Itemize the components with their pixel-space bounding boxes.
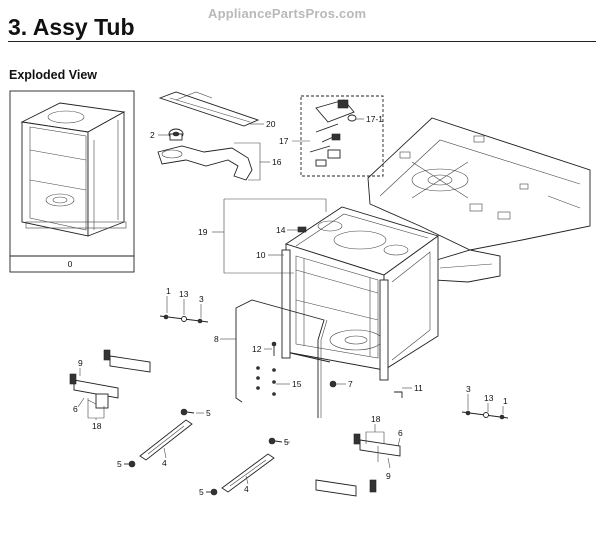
part-17-group-drawing [300,95,384,177]
callout-16: 16 [272,157,282,167]
callout-18-left: 18 [92,421,102,431]
callout-2: 2 [150,130,155,140]
rail-screws-drawing [124,460,218,496]
leader-lines [77,118,504,485]
part-8-gasket-drawing [235,299,328,418]
callout-1-right: 1 [503,396,508,406]
callout-6-right: 6 [398,428,403,438]
callout-18-right: 18 [371,414,381,424]
callout-5-right-upper: 5 [284,437,289,447]
rail-right-drawing [221,437,283,493]
inset-assembly-0: 0 [9,90,135,273]
callout-8: 8 [214,334,219,344]
callout-15: 15 [292,379,302,389]
callout-5-right-lower: 5 [199,487,204,497]
view-title: Exploded View [9,68,97,82]
rail-left-drawing [139,408,195,461]
callout-20: 20 [266,119,276,129]
hinge-bracket-left-drawing [69,349,151,409]
callout-17-1: 17-1 [366,114,383,124]
callout-4-right: 4 [244,484,249,494]
base-plate-drawing [367,117,591,283]
callout-12: 12 [252,344,262,354]
callout-7: 7 [348,379,353,389]
callout-10: 10 [256,250,266,260]
callout-5-left-lower: 5 [117,459,122,469]
hinge-screws-left-drawing [159,314,209,324]
title-divider [8,41,596,42]
callout-labels: 20 2 16 17 17-1 19 14 10 1 13 3 8 12 15 … [73,114,508,497]
callout-5-left-upper: 5 [206,408,211,418]
part-16-drawing [157,145,253,181]
part-2-drawing [168,128,184,141]
hinge-screws-right-drawing [461,410,509,420]
part-14-drawing [297,226,307,233]
callout-3-left: 3 [199,294,204,304]
callout-11: 11 [414,383,423,393]
callout-14: 14 [276,225,286,235]
section-title: 3. Assy Tub [8,14,135,40]
callout-19: 19 [198,227,208,237]
inset-callout-0: 0 [68,259,73,269]
callout-3-right: 3 [466,384,471,394]
parts-7-11-drawing [329,380,403,398]
callout-6-left: 6 [73,404,78,414]
callout-9-right: 9 [386,471,391,481]
callout-1-left: 1 [166,286,171,296]
watermark-text: AppliancePartsPros.com [208,6,367,21]
callout-13-left: 13 [179,289,189,299]
callout-4-left: 4 [162,458,167,468]
hinge-bracket-right-drawing [315,433,401,497]
callout-9-left: 9 [78,358,83,368]
main-tub-drawing [281,206,440,381]
callout-17: 17 [279,136,289,146]
parts-12-15-screws-drawing [256,341,277,396]
part-20-drawing [158,91,260,127]
callout-13-right: 13 [484,393,494,403]
